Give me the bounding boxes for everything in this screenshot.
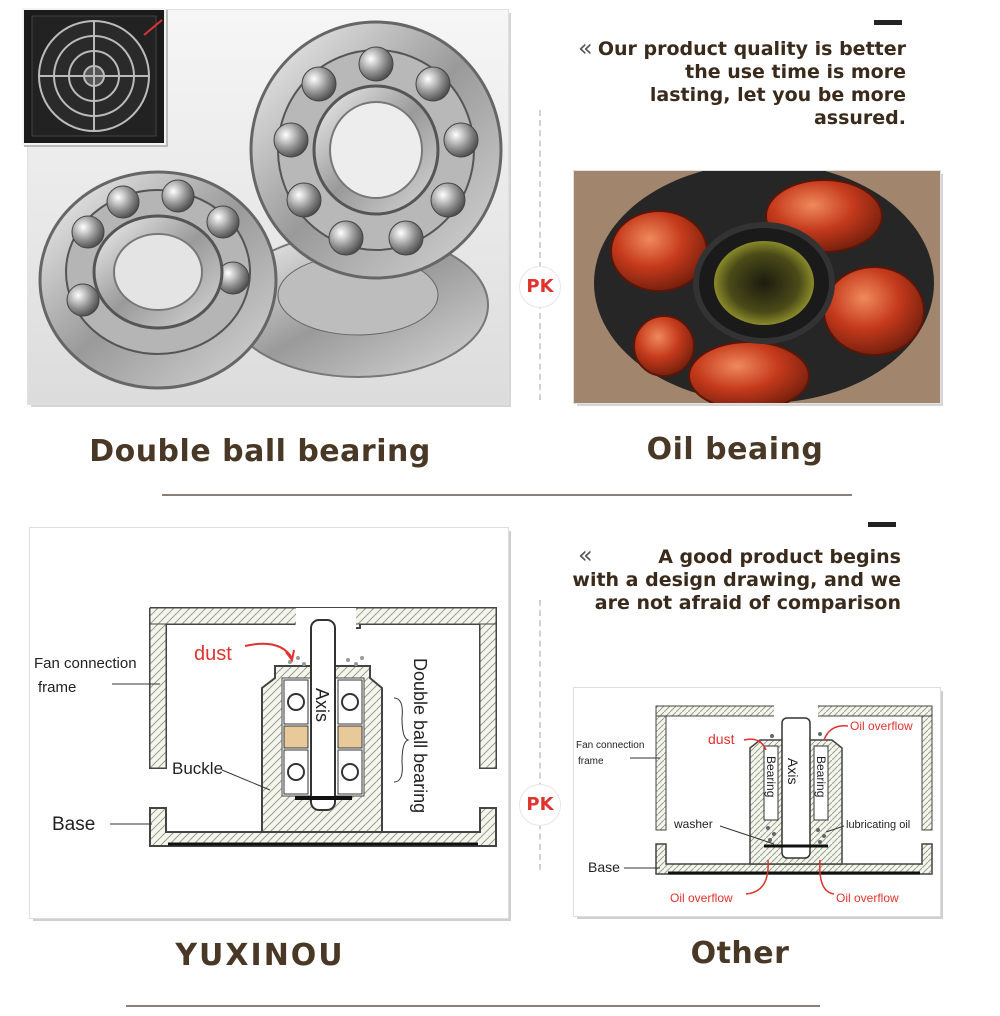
caption-double-ball-bearing: Double ball bearing xyxy=(89,434,431,469)
quote-line: are not afraid of comparison xyxy=(594,592,901,614)
vs-badge: PK xyxy=(519,266,561,308)
oil-overflow-left-label: Oil overflow xyxy=(670,891,733,905)
quote-line: Our product quality is better xyxy=(597,38,906,60)
other-bearing-diagram: dust Oil overflow Fan connection frame B… xyxy=(574,688,940,916)
section-divider xyxy=(162,494,852,496)
accent-bar xyxy=(874,20,902,25)
fan-frame-label-2: frame xyxy=(38,679,76,696)
quote-line: lasting, let you be more xyxy=(649,84,906,106)
fan-frame-label: Fan connection xyxy=(34,655,137,672)
accent-bar xyxy=(868,522,896,527)
dust-label: dust xyxy=(194,643,232,665)
dust-label: dust xyxy=(708,731,735,747)
buckle-label: Buckle xyxy=(172,759,223,778)
oil-bearing-photo xyxy=(574,171,940,403)
quote-text: Our product quality is better the use ti… xyxy=(590,38,906,130)
quote-line: the use time is more xyxy=(685,61,906,83)
quote-chevron-icon: « xyxy=(578,34,593,62)
quote-chevron-icon: « xyxy=(578,541,593,569)
lubricating-oil-label: lubricating oil xyxy=(846,819,910,831)
quote-line: A good product begins xyxy=(658,546,901,568)
section-divider xyxy=(126,1005,820,1007)
caption-oil-bearing: Oil beaing xyxy=(646,432,824,467)
oil-overflow-right-label: Oil overflow xyxy=(836,891,899,905)
oil-overflow-top-label: Oil overflow xyxy=(850,719,913,733)
washer-label: washer xyxy=(673,817,713,831)
caption-other: Other xyxy=(690,936,790,971)
base-label: Base xyxy=(52,814,95,835)
axis-label: Axis xyxy=(312,688,332,722)
caption-yuxinou: YUXINOU xyxy=(175,938,345,973)
double-ball-bearing-label: Double ball bearing xyxy=(410,658,430,813)
center-dashed-divider xyxy=(539,600,541,870)
quote-line: with a design drawing, and we xyxy=(572,569,901,591)
quote-text: A good product begins with a design draw… xyxy=(560,546,901,615)
fan-frame-label-2: frame xyxy=(578,756,604,767)
fan-thumbnail xyxy=(22,8,166,145)
center-dashed-divider xyxy=(539,110,541,400)
axis-label: Axis xyxy=(785,758,801,784)
bearing-right-label: Bearing xyxy=(814,756,828,797)
yuxinou-bearing-diagram: dust Fan connection frame Axis Double ba… xyxy=(30,528,508,918)
fan-frame-label: Fan connection xyxy=(576,740,644,751)
ball-bearing-photo xyxy=(28,10,508,404)
vs-badge: PK xyxy=(519,784,561,826)
base-label: Base xyxy=(588,859,620,875)
bearing-left-label: Bearing xyxy=(764,756,778,797)
quote-line: assured. xyxy=(813,107,906,129)
